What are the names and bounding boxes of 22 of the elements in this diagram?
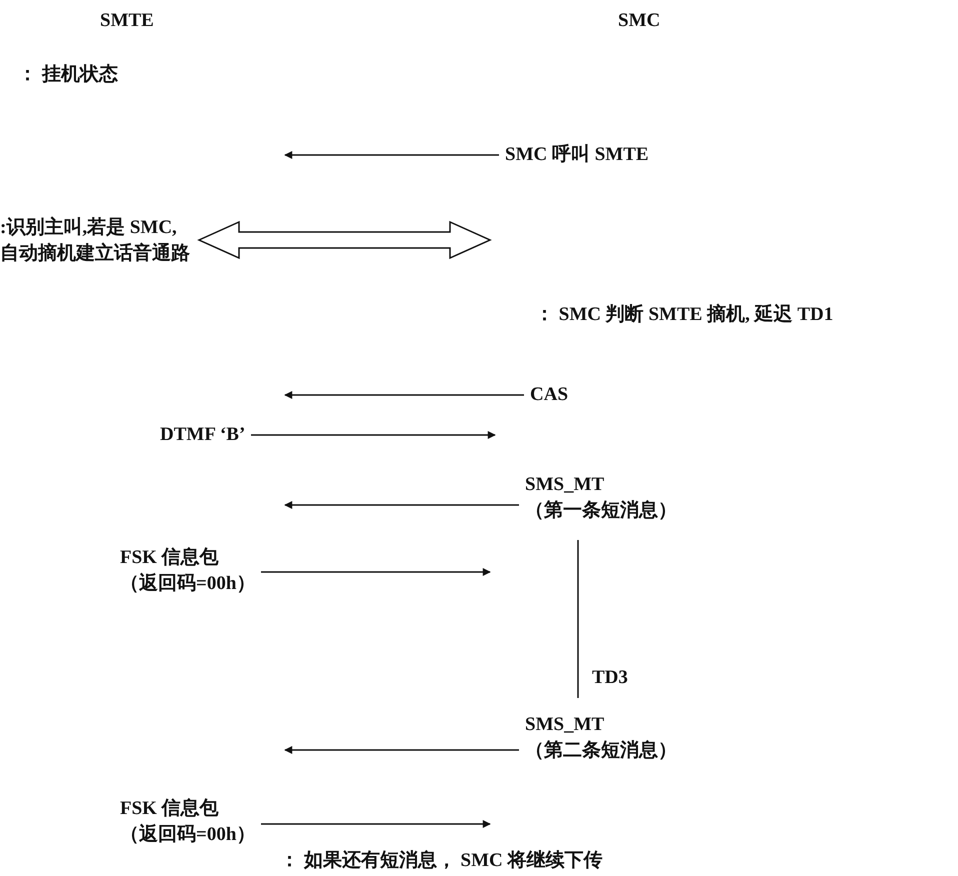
arrow [284, 501, 519, 509]
double-arrow [197, 220, 492, 260]
note-text: :识别主叫,若是 SMC,自动摘机建立话音通路 [0, 215, 193, 267]
arrow [284, 391, 524, 399]
message-label: FSK 信息包 （返回码=00h） [120, 796, 256, 848]
message-label: CAS [530, 382, 568, 408]
arrow [284, 746, 519, 754]
note-text: ： SMC 判断 SMTE 摘机, 延迟 TD1 [535, 302, 834, 327]
arrow [251, 431, 496, 439]
arrow [284, 151, 499, 159]
message-label: FSK 信息包 （返回码=00h） [120, 545, 256, 597]
note-text: ： 如果还有短消息， SMC 将继续下传 [280, 849, 604, 873]
participant-label: SMC [618, 8, 660, 34]
arrow [261, 820, 491, 828]
note-text: ： 挂机状态 [18, 62, 119, 87]
arrow [261, 568, 491, 576]
message-label: SMS_MT （第一条短消息） [525, 472, 677, 524]
message-label: SMS_MT （第二条短消息） [525, 712, 677, 764]
participant-label: SMTE [100, 8, 154, 34]
message-label: DTMF ‘B’ [160, 422, 246, 448]
note-text: TD3 [592, 666, 629, 690]
message-label: SMC 呼叫 SMTE [505, 142, 649, 168]
